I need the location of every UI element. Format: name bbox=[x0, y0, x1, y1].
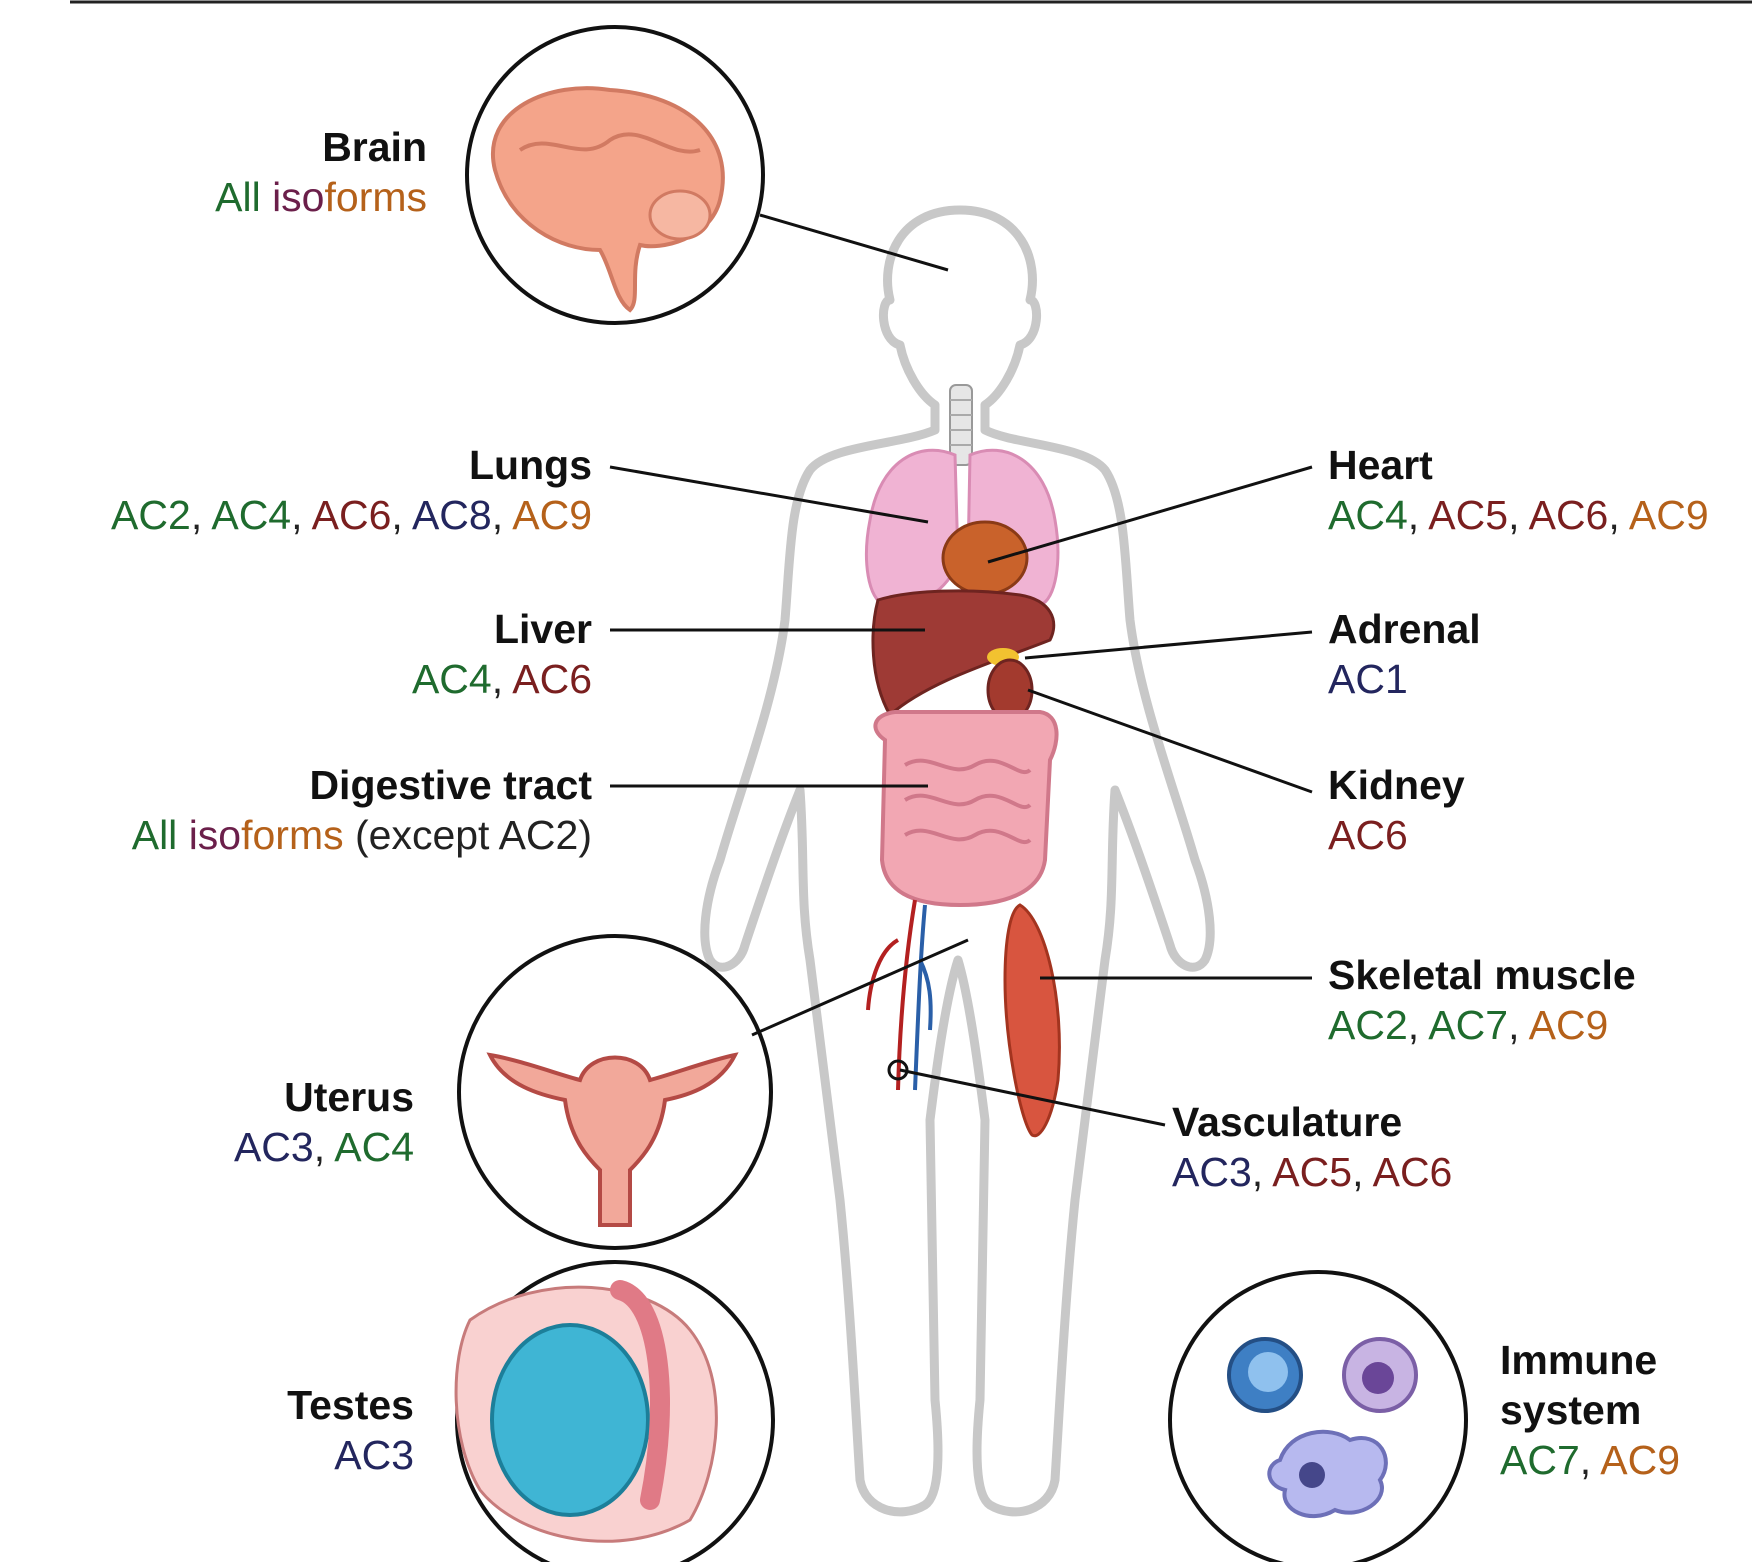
lungs-name: Lungs bbox=[111, 440, 592, 490]
isoform-segment: , bbox=[1580, 1437, 1601, 1483]
immune-name-line1: Immune bbox=[1500, 1335, 1680, 1385]
isoform-segment: (except AC2) bbox=[344, 812, 592, 858]
isoform-segment: , bbox=[1408, 1002, 1429, 1048]
isoform-segment: AC4 bbox=[334, 1124, 414, 1170]
isoform-segment: AC6 bbox=[1529, 492, 1609, 538]
isoform-segment: AC3 bbox=[334, 1432, 414, 1478]
isoform-segment: , bbox=[492, 656, 513, 702]
isoform-segment: AC2 bbox=[111, 492, 191, 538]
isoform-segment: All bbox=[132, 812, 189, 858]
heart-isoforms: AC4, AC5, AC6, AC9 bbox=[1328, 490, 1709, 540]
testes-isoforms: AC3 bbox=[287, 1430, 414, 1480]
heart-label: Heart AC4, AC5, AC6, AC9 bbox=[1328, 440, 1709, 540]
testes-label: Testes AC3 bbox=[287, 1380, 414, 1480]
kidney-label: Kidney AC6 bbox=[1328, 760, 1465, 860]
isoform-segment: AC6 bbox=[1373, 1149, 1453, 1195]
uterus-label: Uterus AC3, AC4 bbox=[234, 1072, 414, 1172]
isoform-segment: AC9 bbox=[512, 492, 592, 538]
testes-name: Testes bbox=[287, 1380, 414, 1430]
adrenal-label: Adrenal AC1 bbox=[1328, 604, 1481, 704]
isoform-segment: forms bbox=[241, 812, 344, 858]
heart-illustration bbox=[943, 522, 1027, 594]
isoform-segment: All bbox=[215, 174, 272, 220]
skeletal-isoforms: AC2, AC7, AC9 bbox=[1328, 1000, 1636, 1050]
adrenal-isoforms: AC1 bbox=[1328, 654, 1481, 704]
uterus-callout bbox=[459, 936, 771, 1248]
digestive-isoforms: All isoforms (except AC2) bbox=[132, 810, 592, 860]
isoform-segment: AC8 bbox=[412, 492, 492, 538]
liver-name: Liver bbox=[412, 604, 592, 654]
isoform-segment: AC5 bbox=[1428, 492, 1508, 538]
isoform-segment: , bbox=[314, 1124, 335, 1170]
kidney-isoforms: AC6 bbox=[1328, 810, 1465, 860]
isoform-segment: iso bbox=[189, 812, 241, 858]
isoform-segment: iso bbox=[272, 174, 324, 220]
isoform-segment: , bbox=[191, 492, 212, 538]
isoform-segment: , bbox=[1508, 1002, 1529, 1048]
isoform-segment: AC6 bbox=[512, 656, 592, 702]
brain-callout bbox=[467, 27, 763, 323]
brain-label: Brain All isoforms bbox=[215, 122, 427, 222]
isoform-segment: AC7 bbox=[1428, 1002, 1508, 1048]
isoform-segment: AC6 bbox=[1328, 812, 1408, 858]
immune-isoforms: AC7, AC9 bbox=[1500, 1435, 1680, 1485]
testis-icon bbox=[492, 1325, 648, 1515]
isoform-segment: AC5 bbox=[1272, 1149, 1352, 1195]
liver-label: Liver AC4, AC6 bbox=[412, 604, 592, 704]
isoform-segment: AC4 bbox=[211, 492, 291, 538]
testes-callout bbox=[456, 1262, 773, 1562]
isoform-segment: AC9 bbox=[1629, 492, 1709, 538]
skeletal-name: Skeletal muscle bbox=[1328, 950, 1636, 1000]
immune-name-line2: system bbox=[1500, 1385, 1680, 1435]
isoform-segment: , bbox=[291, 492, 312, 538]
lungs-isoforms: AC2, AC4, AC6, AC8, AC9 bbox=[111, 490, 592, 540]
isoform-segment: AC9 bbox=[1600, 1437, 1680, 1483]
skeletal-label: Skeletal muscle AC2, AC7, AC9 bbox=[1328, 950, 1636, 1050]
isoform-segment: AC1 bbox=[1328, 656, 1408, 702]
heart-name: Heart bbox=[1328, 440, 1709, 490]
uterus-name: Uterus bbox=[234, 1072, 414, 1122]
immune-callout bbox=[1170, 1272, 1466, 1562]
isoform-segment: , bbox=[1352, 1149, 1373, 1195]
isoform-segment: AC2 bbox=[1328, 1002, 1408, 1048]
vasculature-label: Vasculature AC3, AC5, AC6 bbox=[1172, 1097, 1452, 1197]
intestine-illustration bbox=[875, 712, 1056, 905]
isoform-segment: , bbox=[1608, 492, 1629, 538]
brain-name: Brain bbox=[215, 122, 427, 172]
isoform-segment: , bbox=[1508, 492, 1529, 538]
isoform-segment: AC4 bbox=[1328, 492, 1408, 538]
isoform-segment: AC7 bbox=[1500, 1437, 1580, 1483]
isoform-segment: forms bbox=[325, 174, 428, 220]
isoform-segment: AC4 bbox=[412, 656, 492, 702]
immune-label: Immune system AC7, AC9 bbox=[1500, 1335, 1680, 1485]
digestive-label: Digestive tract All isoforms (except AC2… bbox=[132, 760, 592, 860]
isoform-segment: AC3 bbox=[234, 1124, 314, 1170]
isoform-segment: AC9 bbox=[1529, 1002, 1609, 1048]
isoform-segment: , bbox=[1252, 1149, 1273, 1195]
uterus-isoforms: AC3, AC4 bbox=[234, 1122, 414, 1172]
lungs-label: Lungs AC2, AC4, AC6, AC8, AC9 bbox=[111, 440, 592, 540]
isoform-segment: , bbox=[1408, 492, 1429, 538]
adrenal-name: Adrenal bbox=[1328, 604, 1481, 654]
liver-isoforms: AC4, AC6 bbox=[412, 654, 592, 704]
isoform-segment: AC3 bbox=[1172, 1149, 1252, 1195]
isoform-segment: AC6 bbox=[312, 492, 392, 538]
isoform-segment: , bbox=[391, 492, 412, 538]
isoform-segment: , bbox=[492, 492, 513, 538]
vasculature-isoforms: AC3, AC5, AC6 bbox=[1172, 1147, 1452, 1197]
vasculature-name: Vasculature bbox=[1172, 1097, 1452, 1147]
brain-isoforms: All isoforms bbox=[215, 172, 427, 222]
kidney-name: Kidney bbox=[1328, 760, 1465, 810]
digestive-name: Digestive tract bbox=[132, 760, 592, 810]
